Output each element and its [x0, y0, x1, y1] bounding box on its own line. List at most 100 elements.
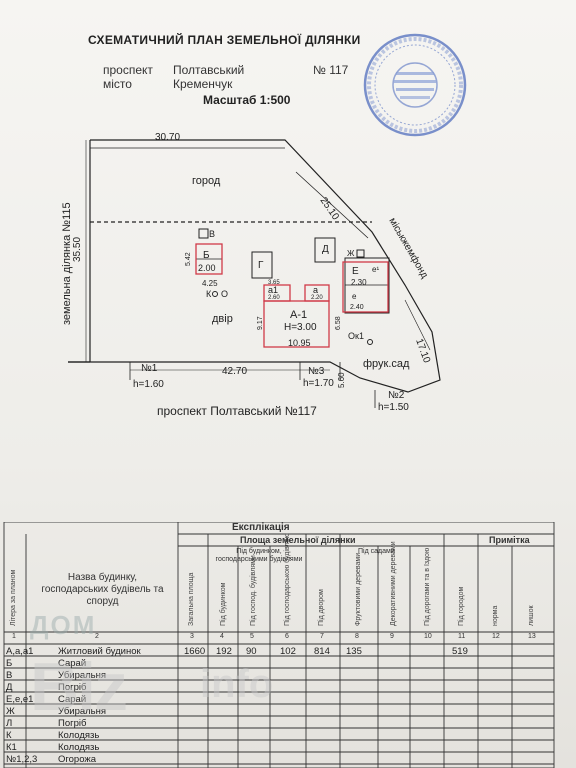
bldg-B-dim: 5.42 — [185, 252, 192, 266]
row-c6: 102 — [280, 646, 296, 657]
bldg-B-dim2: 4.25 — [202, 279, 218, 288]
row-name: Убиральня — [58, 706, 107, 717]
bldg-B: Б — [203, 250, 210, 261]
fence-2-height: h=1.50 — [378, 402, 409, 413]
col-total-header: Загальна площа — [188, 572, 195, 626]
column-number: 5 — [250, 633, 254, 640]
col-c6-header: Під господарською будівлею — [284, 533, 291, 626]
row-fruit: 135 — [346, 646, 362, 657]
dim-3-65: 3.65 — [268, 280, 280, 286]
building-B-outline — [195, 243, 223, 275]
column-number: 11 — [458, 633, 466, 640]
label-O: О — [221, 289, 228, 299]
col-decor-header: Декоративними деревами — [390, 541, 397, 626]
row-name: Сарай — [58, 658, 87, 669]
row-yard: 814 — [314, 646, 330, 657]
site-plan: 30.70 25.10 35.50 42.70 17.10 5.60 город… — [61, 132, 441, 418]
dim-left: 35.50 — [72, 237, 83, 262]
bldg-E: Е — [352, 266, 359, 277]
bldg-e1: е¹ — [372, 265, 379, 274]
bldg-a-height: 2.20 — [311, 295, 323, 301]
label-K: К — [206, 289, 212, 299]
bldg-G: Г — [258, 260, 264, 271]
bldg-E-height: 2.30 — [351, 278, 367, 287]
row-name: Житловий будинок — [58, 646, 141, 657]
col-roads-header: Під дорогами та в їздою — [424, 547, 431, 626]
column-number: 7 — [320, 633, 324, 640]
row-name: Убиральня — [58, 670, 107, 681]
plot-number: № 117 — [313, 63, 349, 77]
bldg-V: В — [209, 229, 215, 239]
bldg-a1-height: 2.60 — [268, 295, 280, 301]
row-letter: А,а,а1 — [6, 646, 34, 657]
sub-header-gardens: Під садами — [358, 548, 395, 555]
bldg-A1: А-1 — [290, 309, 307, 321]
fence-1-height: h=1.60 — [133, 379, 164, 390]
column-number: 10 — [424, 633, 432, 640]
dim-right: 17.10 — [413, 337, 432, 365]
city-value: Кременчук — [173, 77, 233, 91]
bldg-B-height: 2.00 — [198, 263, 216, 273]
label-orchard: фрук.сад — [363, 358, 410, 370]
label-garden: город — [192, 175, 221, 187]
city-label: місто — [103, 77, 132, 91]
official-stamp — [363, 33, 467, 137]
column-number: 1 — [12, 633, 16, 640]
row-name: Колодязь — [58, 742, 100, 753]
col-fruit-header: Фруктовими деревами — [355, 552, 362, 626]
area-header: Площа земельної ділянки — [240, 535, 356, 545]
column-number: 3 — [190, 633, 194, 640]
bldg-e: е — [352, 292, 357, 301]
column-number: 13 — [528, 633, 536, 640]
row-name: Огорожа — [58, 754, 97, 765]
table-title: Експлікація — [232, 522, 290, 533]
col-c4-header: Під будинком — [220, 582, 227, 626]
bldg-D: Д — [322, 244, 329, 255]
dim-top: 30.70 — [155, 132, 180, 143]
row-letter: Е,е,е1 — [6, 694, 34, 705]
row-letter: К1 — [6, 742, 17, 753]
row-total: 1660 — [184, 646, 206, 657]
col-name-header: Назва будинку, господарських будівель та… — [41, 572, 164, 607]
building-A1-outline — [263, 300, 330, 348]
fence-3: №3 — [308, 366, 325, 377]
row-name: Сарай — [58, 694, 87, 705]
column-number: 8 — [355, 633, 359, 640]
scale-label: Масштаб 1:500 — [203, 93, 291, 107]
column-number: 12 — [492, 633, 500, 640]
row-c5: 90 — [246, 646, 257, 657]
column-number: 2 — [95, 633, 99, 640]
col-letter-header: Літера за планом — [10, 569, 17, 626]
row-letter: Л — [6, 718, 13, 729]
bldg-A1-width: 10.95 — [288, 338, 311, 348]
sub-header-buildings: Під будинком, господарськими будівлями — [215, 548, 303, 563]
column-number: 9 — [390, 633, 394, 640]
fence-2: №2 — [388, 390, 405, 401]
label-right-neighbor: міськжемфонд — [386, 216, 430, 281]
column-number: 4 — [220, 633, 224, 640]
label-left-neighbor: земельна ділянка №115 — [61, 202, 73, 325]
dim-6-58: 6.58 — [335, 316, 342, 330]
bldg-a: а — [313, 285, 318, 295]
col-note2-header: лишок — [528, 605, 535, 626]
fence-3-height: h=1.70 — [303, 378, 334, 389]
row-name: Колодязь — [58, 730, 100, 741]
row-letter: Б — [6, 658, 13, 669]
label-yard: двір — [212, 313, 233, 325]
label-street: проспект Полтавський №117 — [157, 404, 317, 418]
bldg-e-height: 2.40 — [350, 304, 364, 311]
building-E-outline — [342, 261, 389, 313]
bldg-Zh: Ж — [347, 249, 355, 258]
col-c5-header: Під господ. будівлями — [250, 555, 257, 626]
row-letter: К — [6, 730, 12, 741]
col-note1-header: норма — [492, 605, 499, 626]
dim-5-60: 5.60 — [337, 372, 346, 388]
row-gardens: 519 — [452, 646, 468, 657]
row-name: Погріб — [58, 718, 87, 729]
explication-table: Експлікація Площа земельної ділянки Прим… — [0, 522, 560, 768]
note-header: Примітка — [489, 535, 530, 545]
row-letter: Ж — [6, 706, 15, 717]
col-gardens-header: Під городом — [458, 586, 465, 626]
label-Ok1: Ок1 — [348, 331, 364, 341]
document-title: СХЕМАТИЧНИЙ ПЛАН ЗЕМЕЛЬНОЇ ДІЛЯНКИ — [88, 33, 361, 47]
